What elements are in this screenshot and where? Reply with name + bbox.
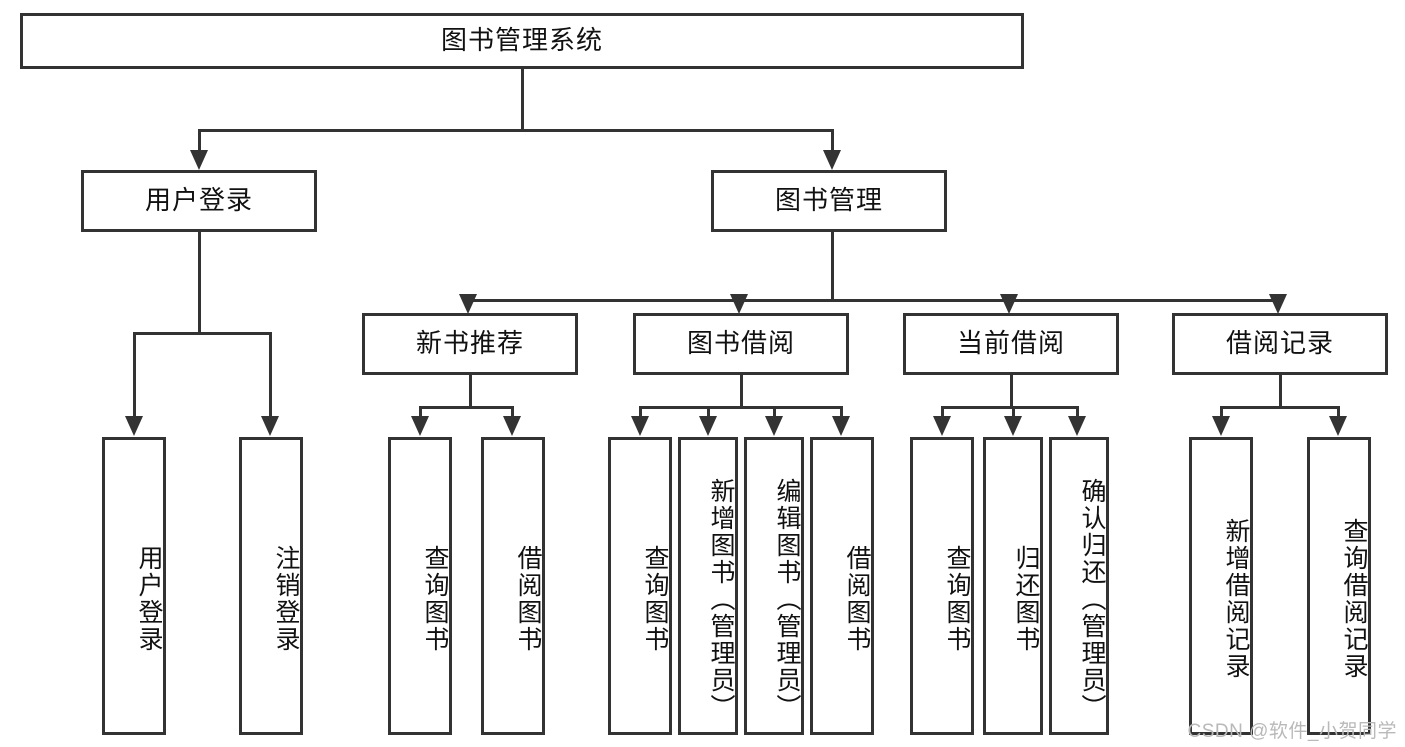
edge-recommend-l1 <box>511 406 514 417</box>
edge-borrow-l2 <box>773 406 776 417</box>
node-label: 编辑图书（管理员） <box>773 477 801 721</box>
edge-current-l0 <box>941 406 944 417</box>
leaf-confirm-return-admin[interactable]: 确认归还（管理员） <box>1049 437 1109 735</box>
node-current-borrow[interactable]: 当前借阅 <box>903 313 1119 375</box>
edge-root-bar <box>198 129 834 132</box>
edge-recommend-stem <box>469 375 472 408</box>
edge-root-to-book-mgmt <box>831 129 834 151</box>
arrowhead-recommend-l0 <box>411 416 429 436</box>
leaf-borrow-book[interactable]: 借阅图书 <box>810 437 874 735</box>
watermark-text: CSDN @软件_小贺同学 <box>1187 721 1397 742</box>
edge-userlogin-stem <box>198 232 201 335</box>
arrowhead-l3-3 <box>1269 294 1287 314</box>
arrowhead-l3-0 <box>459 294 477 314</box>
arrowhead-record-l1 <box>1329 416 1347 436</box>
node-label: 用户登录 <box>135 545 163 653</box>
edge-record-l0 <box>1220 406 1223 417</box>
edge-borrow-l3 <box>840 406 843 417</box>
arrowhead-l3-2 <box>1000 294 1018 314</box>
arrowhead-to-user-login <box>190 150 208 170</box>
node-label: 图书借阅 <box>686 328 795 359</box>
node-label: 查询图书 <box>641 545 669 653</box>
edge-bookmgmt-bar <box>467 299 1280 302</box>
leaf-return-book[interactable]: 归还图书 <box>983 437 1043 735</box>
edge-userlogin-bar <box>133 332 272 335</box>
node-label: 新增借阅记录 <box>1222 518 1250 680</box>
node-new-book-recommend[interactable]: 新书推荐 <box>362 313 578 375</box>
node-label: 借阅图书 <box>843 545 871 653</box>
leaf-query-borrow-record[interactable]: 查询借阅记录 <box>1307 437 1371 735</box>
leaf-logout[interactable]: 注销登录 <box>239 437 303 735</box>
arrowhead-userlogin-leaf-0 <box>125 416 143 436</box>
edge-userlogin-to-leaf-1 <box>269 332 272 417</box>
arrowhead-l3-1 <box>730 294 748 314</box>
leaf-add-book-admin[interactable]: 新增图书（管理员） <box>678 437 738 735</box>
leaf-query-book-recommend[interactable]: 查询图书 <box>388 437 452 735</box>
edge-current-stem <box>1010 375 1013 408</box>
arrowhead-to-book-mgmt <box>823 150 841 170</box>
node-user-login[interactable]: 用户登录 <box>81 170 317 232</box>
leaf-borrow-book-recommend[interactable]: 借阅图书 <box>481 437 545 735</box>
node-label: 注销登录 <box>272 545 300 653</box>
edge-recommend-bar <box>419 406 514 409</box>
node-label: 确认归还（管理员） <box>1078 477 1106 721</box>
node-book-management[interactable]: 图书管理 <box>711 170 947 232</box>
edge-record-stem <box>1279 375 1282 408</box>
edge-current-l2 <box>1076 406 1079 417</box>
edge-root-to-user-login <box>198 129 201 151</box>
edge-bookmgmt-stem <box>831 232 834 302</box>
edge-borrow-l1 <box>707 406 710 417</box>
node-label: 新增图书（管理员） <box>707 477 735 721</box>
node-label: 借阅记录 <box>1225 328 1334 359</box>
arrowhead-current-l1 <box>1004 416 1022 436</box>
arrowhead-borrow-l3 <box>832 416 850 436</box>
leaf-query-book-current[interactable]: 查询图书 <box>910 437 974 735</box>
arrowhead-record-l0 <box>1212 416 1230 436</box>
node-label: 查询图书 <box>421 545 449 653</box>
edge-root-stem <box>521 69 524 131</box>
arrowhead-userlogin-leaf-1 <box>261 416 279 436</box>
edge-record-l1 <box>1337 406 1340 417</box>
node-label: 新书推荐 <box>415 328 524 359</box>
node-label: 图书管理 <box>774 185 883 216</box>
arrowhead-borrow-l1 <box>699 416 717 436</box>
arrowhead-current-l2 <box>1068 416 1086 436</box>
leaf-user-login[interactable]: 用户登录 <box>102 437 166 735</box>
node-book-borrow[interactable]: 图书借阅 <box>633 313 849 375</box>
node-root-system[interactable]: 图书管理系统 <box>20 13 1024 69</box>
node-borrow-record[interactable]: 借阅记录 <box>1172 313 1388 375</box>
leaf-query-book-borrow[interactable]: 查询图书 <box>608 437 672 735</box>
node-label: 用户登录 <box>144 185 253 216</box>
leaf-edit-book-admin[interactable]: 编辑图书（管理员） <box>744 437 804 735</box>
node-label: 查询图书 <box>943 545 971 653</box>
edge-current-bar <box>941 406 1079 409</box>
node-label: 当前借阅 <box>956 328 1065 359</box>
edge-borrow-bar <box>639 406 843 409</box>
edge-recommend-l0 <box>419 406 422 417</box>
edge-record-bar <box>1220 406 1340 409</box>
arrowhead-borrow-l2 <box>765 416 783 436</box>
arrowhead-borrow-l0 <box>631 416 649 436</box>
node-label: 查询借阅记录 <box>1340 518 1368 680</box>
edge-userlogin-to-leaf-0 <box>133 332 136 417</box>
node-label: 归还图书 <box>1012 545 1040 653</box>
node-label: 图书管理系统 <box>440 25 603 56</box>
arrowhead-current-l0 <box>933 416 951 436</box>
leaf-add-borrow-record[interactable]: 新增借阅记录 <box>1189 437 1253 735</box>
node-label: 借阅图书 <box>514 545 542 653</box>
edge-borrow-l0 <box>639 406 642 417</box>
arrowhead-recommend-l1 <box>503 416 521 436</box>
edge-current-l1 <box>1012 406 1015 417</box>
edge-borrow-stem <box>740 375 743 408</box>
